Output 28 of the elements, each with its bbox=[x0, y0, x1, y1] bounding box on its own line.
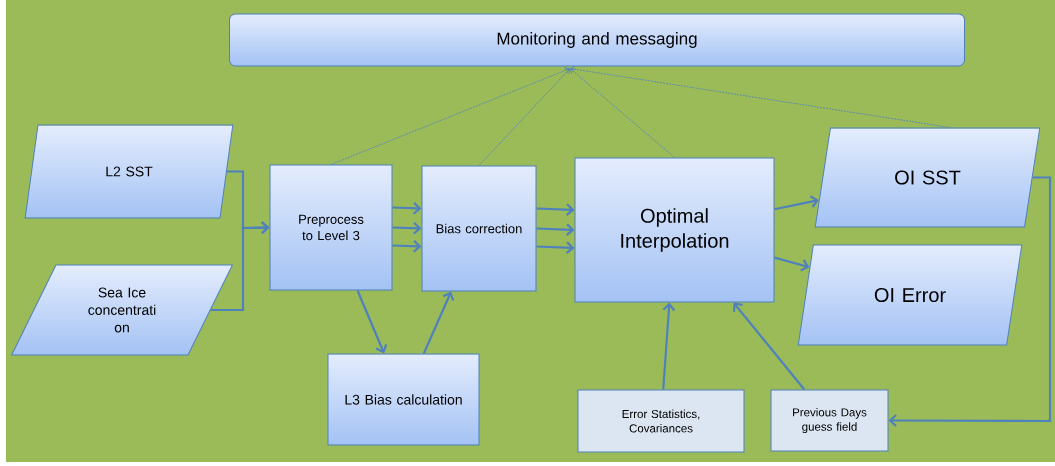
arrow bbox=[774, 195, 819, 211]
arrow bbox=[356, 290, 388, 354]
dashed-arrow bbox=[570, 65, 950, 128]
arrow bbox=[392, 201, 422, 215]
arrow bbox=[536, 241, 575, 255]
dashed-arrow bbox=[478, 68, 570, 166]
arrow bbox=[774, 256, 810, 272]
data-parallelogram: L2 SST bbox=[24, 124, 234, 219]
process-box: Bias correction bbox=[421, 165, 537, 292]
dashed-arrow bbox=[570, 68, 675, 158]
input-box: Previous Days guess field bbox=[770, 389, 889, 452]
process-box: L3 Bias calculation bbox=[327, 353, 480, 446]
arrow bbox=[662, 302, 676, 390]
data-parallelogram: OI SST bbox=[814, 127, 1041, 228]
banner-box: Monitoring and messaging bbox=[229, 13, 965, 67]
arrow bbox=[210, 221, 270, 312]
process-box: Optimal Interpolation bbox=[574, 157, 775, 303]
arrow bbox=[422, 291, 455, 354]
arrow bbox=[888, 176, 1052, 427]
data-parallelogram: OI Error bbox=[797, 244, 1023, 346]
arrow bbox=[392, 221, 422, 235]
arrow bbox=[536, 203, 575, 217]
process-box: Preprocess to Level 3 bbox=[269, 164, 393, 291]
arrow bbox=[536, 223, 575, 237]
input-box: Error Statistics, Covariances bbox=[577, 389, 745, 453]
dashed-arrow bbox=[330, 67, 570, 165]
arrow bbox=[732, 302, 806, 391]
arrow bbox=[392, 239, 422, 253]
